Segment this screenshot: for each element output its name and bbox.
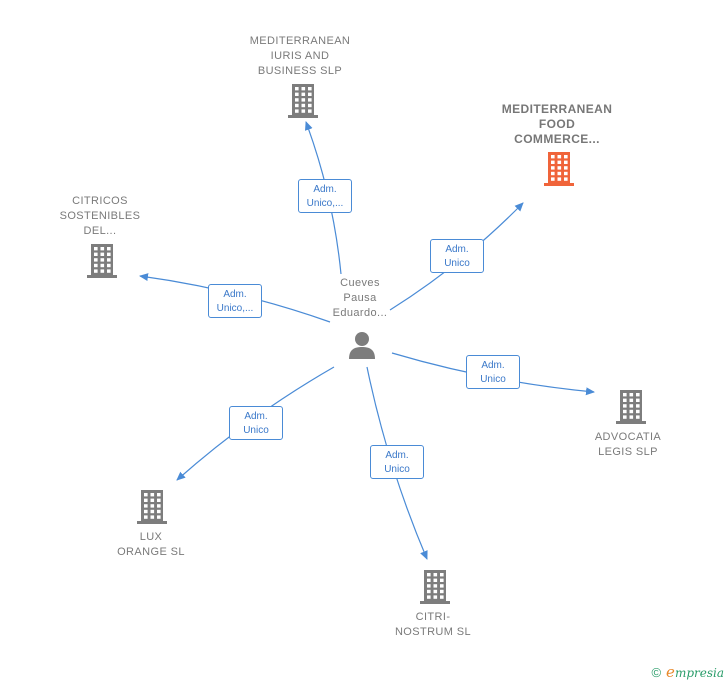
person-name[interactable]: Cueves Pausa Eduardo... <box>332 277 388 319</box>
relation-label-mediterranean-food[interactable]: Adm.Unico <box>430 239 484 273</box>
building-icon[interactable] <box>544 152 574 191</box>
building-icon[interactable] <box>288 84 318 123</box>
relation-label-citricos-sostenibles[interactable]: Adm.Unico,... <box>208 284 262 318</box>
copyright-footer: © empresia <box>651 663 724 681</box>
empresia-logo[interactable]: empresia <box>666 663 724 681</box>
relation-label-mediterranean-iuris[interactable]: Adm.Unico,... <box>298 179 352 213</box>
company-name-citri-nostrum[interactable]: CITRI-NOSTRUM SL <box>394 611 472 638</box>
relation-label-lux-orange[interactable]: Adm.Unico <box>229 406 283 440</box>
building-icon[interactable] <box>87 244 117 283</box>
building-icon[interactable] <box>616 390 646 429</box>
copyright-icon: © <box>651 664 662 680</box>
relation-label-citri-nostrum[interactable]: Adm.Unico <box>370 445 424 479</box>
relation-label-advocatia-legis[interactable]: Adm.Unico <box>466 355 520 389</box>
building-icon[interactable] <box>420 570 450 609</box>
building-icon[interactable] <box>137 490 167 529</box>
person-icon[interactable] <box>347 330 377 360</box>
